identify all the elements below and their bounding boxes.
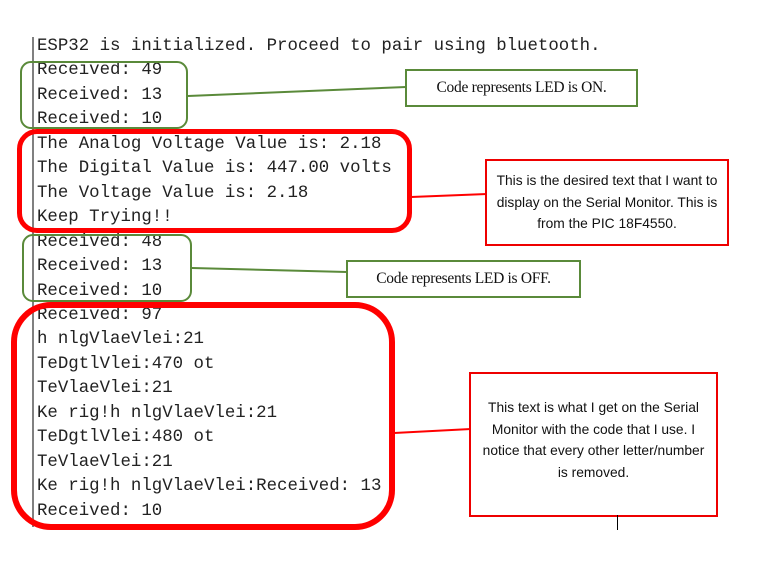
connector-actual bbox=[393, 428, 472, 434]
callout-led-on: Code represents LED is ON. bbox=[405, 69, 638, 107]
led-off-highlight bbox=[22, 234, 192, 302]
serial-line: Received: 10 bbox=[37, 501, 163, 521]
callout-actual-text: This text is what I get on the Serial Mo… bbox=[469, 372, 718, 517]
callout-led-on-text: Code represents LED is ON. bbox=[436, 79, 607, 96]
serial-line: TeVlaeVlei:21 bbox=[37, 379, 173, 399]
callout-led-off-text: Code represents LED is OFF. bbox=[376, 270, 551, 287]
callout-actual-text-text: This text is what I get on the Serial Mo… bbox=[482, 400, 705, 480]
serial-line: TeVlaeVlei:21 bbox=[37, 452, 173, 472]
serial-line: Received: 13 bbox=[37, 257, 163, 277]
actual-text-highlight bbox=[11, 302, 395, 530]
callout-led-off: Code represents LED is OFF. bbox=[346, 260, 581, 298]
serial-line: The Digital Value is: 447.00 volts bbox=[37, 159, 392, 179]
serial-line: Ke rig!h nlgVlaeVlei:21 bbox=[37, 403, 278, 423]
serial-line: The Analog Voltage Value is: 2.18 bbox=[37, 134, 382, 154]
serial-line: Keep Trying!! bbox=[37, 208, 173, 228]
serial-line: TeDgtlVlei:480 ot bbox=[37, 428, 215, 448]
serial-line: Received: 97 bbox=[37, 305, 163, 325]
serial-line: Received: 10 bbox=[37, 281, 163, 301]
serial-line: Received: 48 bbox=[37, 232, 163, 252]
serial-line: The Voltage Value is: 2.18 bbox=[37, 183, 309, 203]
connector-desired bbox=[410, 193, 488, 198]
callout-desired-text: This is the desired text that I want to … bbox=[485, 159, 729, 246]
serial-line: Received: 49 bbox=[37, 61, 163, 81]
desired-text-highlight bbox=[17, 129, 412, 233]
text-cursor bbox=[617, 515, 618, 530]
serial-line: TeDgtlVlei:470 ot bbox=[37, 354, 215, 374]
serial-line: Received: 13 bbox=[37, 85, 163, 105]
connector-led-off bbox=[191, 267, 348, 273]
monitor-left-border bbox=[32, 37, 34, 527]
led-on-highlight bbox=[20, 61, 188, 129]
callout-desired-text-text: This is the desired text that I want to … bbox=[496, 173, 718, 232]
connector-led-on bbox=[187, 86, 407, 97]
serial-line: Received: 10 bbox=[37, 110, 163, 130]
serial-line: ESP32 is initialized. Proceed to pair us… bbox=[37, 37, 601, 56]
